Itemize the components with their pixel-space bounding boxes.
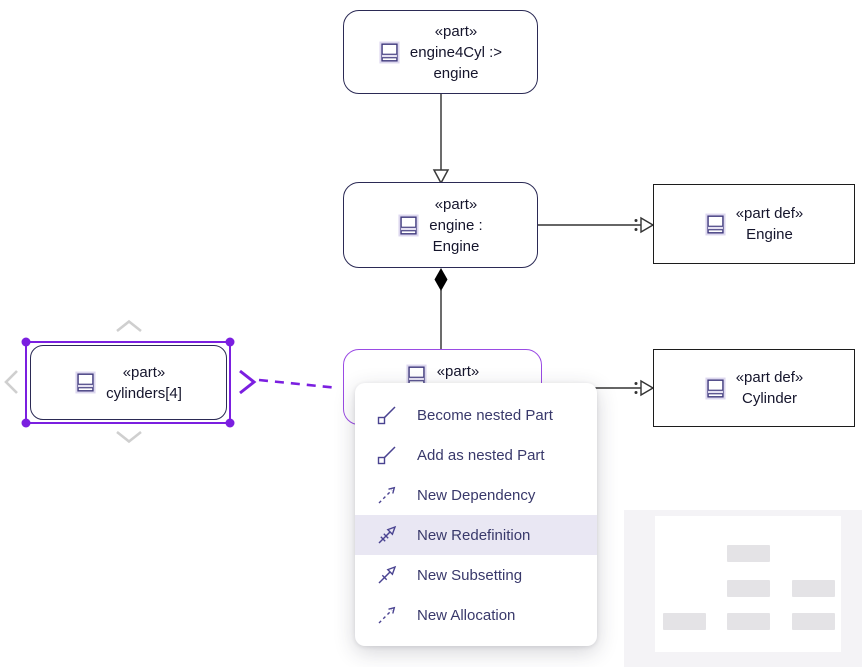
stereotype-label: «part» [436, 363, 480, 380]
nested-part-icon [375, 443, 399, 467]
hollow-triangle-arrowhead [640, 379, 655, 397]
redefinition-arrow-icon [375, 523, 399, 547]
colon-dot [634, 219, 638, 222]
pending-connection-edge [258, 378, 339, 390]
node-name: engine [433, 64, 479, 82]
node-name: engine4Cyl :> [409, 43, 503, 61]
preview-card [655, 516, 841, 652]
chevron-up-icon[interactable] [116, 319, 142, 333]
menu-item-new-redefinition[interactable]: New Redefinition [355, 515, 597, 555]
node-name: cylinders[4] [106, 384, 182, 402]
preview-block [727, 580, 770, 597]
menu-item-new-allocation[interactable]: New Allocation [355, 595, 597, 635]
menu-item-label: Become nested Part [417, 406, 553, 424]
preview-block [727, 613, 770, 630]
menu-item-new-dependency[interactable]: New Dependency [355, 475, 597, 515]
part-icon [398, 214, 419, 236]
preview-block [663, 613, 706, 630]
chevron-down-icon[interactable] [116, 430, 142, 444]
stereotype-label: «part» [434, 22, 478, 40]
subsetting-arrow-icon [375, 563, 399, 587]
part-node-engine4cyl[interactable]: «part» engine4Cyl :> engine [343, 10, 538, 94]
colon-dot [634, 382, 638, 385]
preview-block [792, 613, 835, 630]
node-name: Cylinder [741, 390, 798, 407]
menu-item-label: New Redefinition [417, 526, 531, 544]
colon-dot [634, 391, 638, 394]
selection-handle[interactable] [21, 418, 31, 428]
hollow-triangle-arrowhead [640, 216, 655, 234]
part-node-cylinders[interactable]: «part» cylinders[4] [30, 345, 227, 420]
menu-item-label: New Allocation [417, 606, 516, 624]
filled-diamond [434, 268, 448, 291]
part-def-icon [705, 377, 726, 399]
preview-panel [624, 510, 862, 667]
menu-item-label: New Dependency [417, 486, 536, 504]
preview-block [727, 545, 770, 562]
partdef-node-engine[interactable]: «part def» Engine [653, 184, 855, 264]
stereotype-label: «part def» [735, 369, 804, 386]
part-def-icon [705, 213, 726, 235]
part-icon [379, 41, 400, 63]
part-icon [406, 364, 427, 387]
menu-item-label: Add as nested Part [417, 446, 545, 464]
context-menu: Become nested Part Add as nested Part Ne… [355, 383, 597, 646]
selection-handle[interactable] [21, 337, 31, 347]
node-name: Engine [432, 237, 480, 255]
colon-dot [634, 228, 638, 231]
stereotype-label: «part» [434, 195, 478, 213]
node-name: Engine [746, 226, 793, 243]
menu-item-new-subsetting[interactable]: New Subsetting [355, 555, 597, 595]
selection-handle[interactable] [225, 418, 235, 428]
dependency-arrow-icon [375, 483, 399, 507]
menu-item-become-nested-part[interactable]: Become nested Part [355, 395, 597, 435]
menu-item-label: New Subsetting [417, 566, 523, 584]
nested-part-icon [375, 403, 399, 427]
part-icon [75, 371, 96, 394]
selection-handle[interactable] [225, 337, 235, 347]
node-name: engine : [429, 216, 483, 234]
partdef-node-cylinder[interactable]: «part def» Cylinder [653, 349, 855, 427]
stereotype-label: «part def» [735, 205, 804, 222]
preview-block [792, 580, 835, 597]
menu-item-add-as-nested-part[interactable]: Add as nested Part [355, 435, 597, 475]
stereotype-label: «part» [122, 363, 166, 381]
allocation-arrow-icon [375, 603, 399, 627]
chevron-right-connect-icon[interactable] [239, 369, 257, 395]
chevron-left-icon[interactable] [4, 370, 18, 394]
part-node-engine[interactable]: «part» engine : Engine [343, 182, 538, 268]
